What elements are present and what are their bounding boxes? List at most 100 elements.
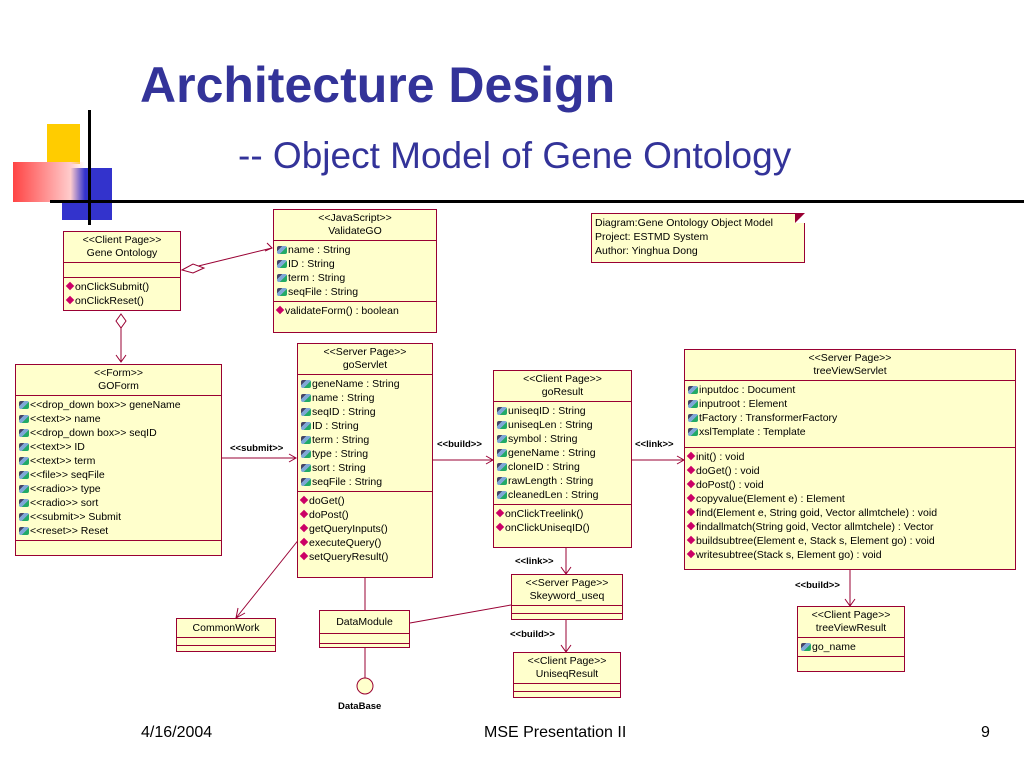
relation-label-submit: <<submit>> xyxy=(230,443,284,454)
operations-section xyxy=(320,643,409,650)
attributes-section xyxy=(514,683,620,691)
operation-icon xyxy=(686,507,696,517)
stereotype: <<Client Page>> xyxy=(527,655,607,667)
decorative-vertical-line xyxy=(88,110,91,225)
attributes-section: uniseqID : String uniseqLen : String sym… xyxy=(494,401,631,504)
attribute: <<text>> term xyxy=(19,454,218,468)
attribute-icon xyxy=(688,400,698,408)
attribute: <<file>> seqFile xyxy=(19,468,218,482)
attributes-section: <<drop_down box>> geneName <<text>> name… xyxy=(16,395,221,540)
note-fold xyxy=(795,213,805,223)
attribute-icon xyxy=(801,643,811,651)
operation-icon xyxy=(65,295,75,305)
attribute-icon xyxy=(277,288,287,296)
attribute: inputroot : Element xyxy=(688,397,1012,411)
attribute-icon xyxy=(19,513,29,521)
operations-section xyxy=(514,691,620,699)
operation-icon xyxy=(686,549,696,559)
stereotype: <<Client Page>> xyxy=(523,373,602,385)
attribute-icon xyxy=(19,415,29,423)
attribute-icon xyxy=(19,443,29,451)
class-uniseqresult[interactable]: <<Client Page>> UniseqResult xyxy=(513,652,621,698)
attribute: <<text>> name xyxy=(19,412,218,426)
stereotype: <<Client Page>> xyxy=(82,234,162,246)
class-name: goResult xyxy=(541,386,584,398)
attribute-icon xyxy=(301,464,311,472)
relation-label-build: <<build>> xyxy=(437,439,482,450)
footer-date: 4/16/2004 xyxy=(141,724,213,741)
attribute-icon xyxy=(301,380,311,388)
attribute-icon xyxy=(301,436,311,444)
red-gradient-bar xyxy=(13,162,85,202)
operation: writesubtree(Stack s, Element go) : void xyxy=(686,548,1012,562)
attribute: seqID : String xyxy=(301,405,429,419)
attributes-section: inputdoc : Document inputroot : Element … xyxy=(685,380,1015,447)
attributes-section: go_name xyxy=(798,637,904,656)
operations-section: doGet() doPost() getQueryInputs() execut… xyxy=(298,491,432,566)
class-header: <<Server Page>> goServlet xyxy=(298,344,432,374)
attribute: <<radio>> type xyxy=(19,482,218,496)
operations-section xyxy=(798,656,904,667)
operation: setQueryResult() xyxy=(299,550,429,564)
attribute: uniseqID : String xyxy=(497,404,628,418)
attribute: name : String xyxy=(301,391,429,405)
class-name: ValidateGO xyxy=(328,225,382,237)
attribute: <<radio>> sort xyxy=(19,496,218,510)
class-gene-ontology[interactable]: <<Client Page>> Gene Ontology onClickSub… xyxy=(63,231,181,311)
class-skeyword-useq[interactable]: <<Server Page>> Skeyword_useq xyxy=(511,574,623,620)
class-validatego[interactable]: <<JavaScript>> ValidateGO name : String … xyxy=(273,209,437,333)
attribute-icon xyxy=(19,471,29,479)
class-treeviewservlet[interactable]: <<Server Page>> treeViewServlet inputdoc… xyxy=(684,349,1016,570)
operation: doPost() xyxy=(299,508,429,522)
attribute: symbol : String xyxy=(497,432,628,446)
attribute: sort : String xyxy=(301,461,429,475)
note-line: Author: Yinghua Dong xyxy=(595,245,698,257)
arrowhead xyxy=(115,354,127,363)
yellow-square xyxy=(47,124,80,164)
class-header: <<Server Page>> treeViewServlet xyxy=(685,350,1015,380)
operation: doPost() : void xyxy=(686,478,1012,492)
attributes-section xyxy=(512,605,622,613)
attribute: name : String xyxy=(277,243,433,257)
attribute-icon xyxy=(497,491,507,499)
operations-section: onClickTreelink() onClickUniseqID() xyxy=(494,504,631,537)
slide-title: Architecture Design xyxy=(140,57,616,113)
class-goservlet[interactable]: <<Server Page>> goServlet geneName : Str… xyxy=(297,343,433,578)
attribute-icon xyxy=(301,422,311,430)
attribute: type : String xyxy=(301,447,429,461)
attribute: ID : String xyxy=(301,419,429,433)
operation-icon xyxy=(299,523,309,533)
operation: find(Element e, String goid, Vector allm… xyxy=(686,506,1012,520)
attribute: term : String xyxy=(301,433,429,447)
operation: onClickSubmit() xyxy=(65,280,177,294)
database-circle xyxy=(356,677,374,695)
operation: copyvalue(Element e) : Element xyxy=(686,492,1012,506)
operation-icon xyxy=(495,508,505,518)
note-line: Project: ESTMD System xyxy=(595,231,709,243)
title-underline xyxy=(50,200,1024,203)
diagram-note: Diagram:Gene Ontology Object Model Proje… xyxy=(591,213,805,263)
class-name: DataModule xyxy=(336,616,393,628)
attributes-section: name : String ID : String term : String … xyxy=(274,240,436,301)
operation: getQueryInputs() xyxy=(299,522,429,536)
attribute-icon xyxy=(301,394,311,402)
line-goservlet-commonwork xyxy=(235,537,301,619)
attribute-icon xyxy=(19,527,29,535)
class-name: CommonWork xyxy=(192,622,260,634)
attribute-icon xyxy=(19,429,29,437)
class-datamodule[interactable]: DataModule xyxy=(319,610,410,648)
arrowhead xyxy=(288,453,298,463)
class-goresult[interactable]: <<Client Page>> goResult uniseqID : Stri… xyxy=(493,370,632,548)
class-commonwork[interactable]: CommonWork xyxy=(176,618,276,652)
attribute: cleanedLen : String xyxy=(497,488,628,502)
attribute: uniseqLen : String xyxy=(497,418,628,432)
class-goform[interactable]: <<Form>> GOForm <<drop_down box>> geneNa… xyxy=(15,364,222,556)
class-name: treeViewResult xyxy=(815,622,887,634)
attribute: geneName : String xyxy=(301,377,429,391)
stereotype: <<JavaScript>> xyxy=(318,212,392,224)
class-treeviewresult[interactable]: <<Client Page>> treeViewResult go_name xyxy=(797,606,905,672)
class-name: treeViewServlet xyxy=(813,365,887,377)
class-name: Skeyword_useq xyxy=(529,590,605,602)
operations-section xyxy=(16,540,221,553)
slide-subtitle: -- Object Model of Gene Ontology xyxy=(238,135,792,176)
